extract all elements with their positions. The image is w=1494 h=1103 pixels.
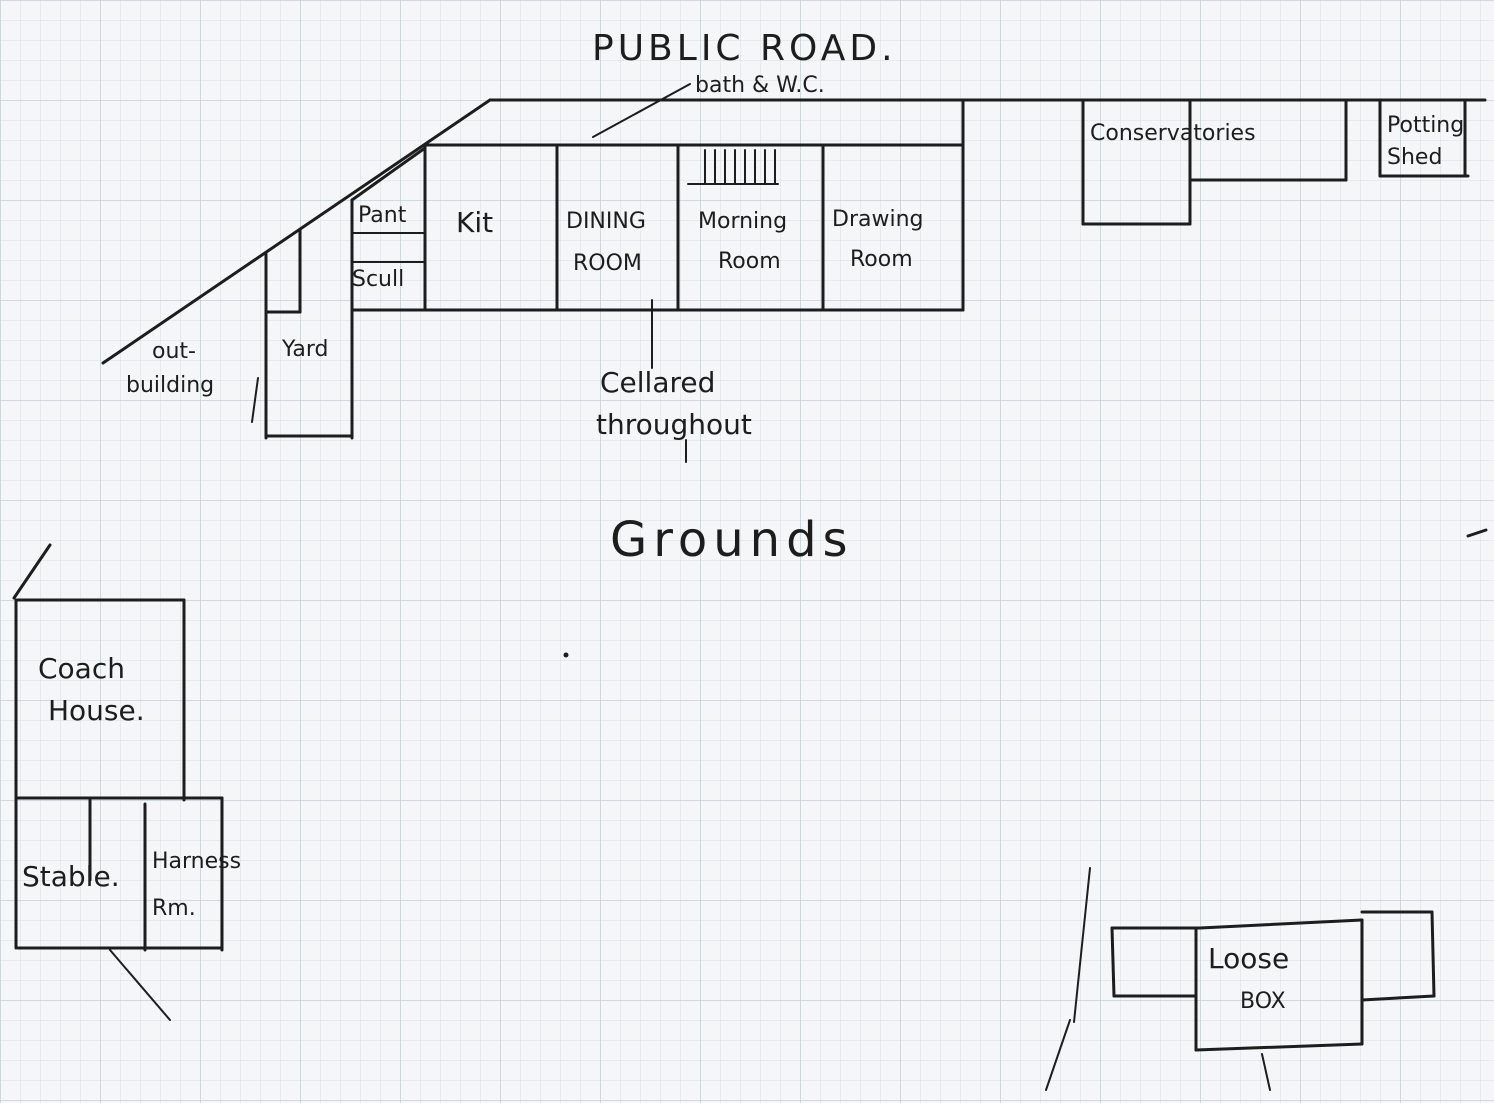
outbuilding-label-1: out- (152, 339, 196, 364)
potting-shed-label-1: Potting (1387, 113, 1464, 138)
coach-house-block (12, 543, 224, 1021)
stable-label: Stable. (22, 860, 120, 893)
loose-box-label-2: BOX (1240, 989, 1286, 1014)
coach-house-label-1: Coach (38, 652, 125, 685)
outbuilding-tick (251, 377, 259, 423)
drawing-room-label-2: Room (850, 247, 913, 272)
stray-mark (1466, 528, 1488, 538)
loose-box-label-1: Loose (1208, 942, 1289, 975)
inner-diagonal (350, 146, 427, 202)
morning-room-label-2: Room (718, 249, 781, 274)
outbuilding-label-2: building (126, 373, 214, 398)
potting-shed-label-2: Shed (1387, 145, 1442, 170)
pantry-label: Pant (358, 203, 407, 228)
drawing-room-label-1: Drawing (832, 207, 923, 232)
conservatories-block (1081, 98, 1348, 226)
yard-label: Yard (281, 337, 329, 362)
road-label: PUBLIC ROAD. (592, 28, 897, 69)
bath-wc-label: bath & W.C. (695, 73, 825, 98)
main-house (350, 98, 965, 440)
kitchen-label: Kit (456, 206, 493, 239)
harness-room-label-1: Harness (152, 849, 241, 874)
loose-box-block (1045, 867, 1436, 1091)
coach-house-label-2: House. (48, 694, 145, 727)
cellared-label-1: Cellared (600, 366, 715, 399)
potting-shed-block (1378, 98, 1470, 178)
morning-room-label-1: Morning (698, 209, 787, 234)
dining-room-label-2: ROOM (573, 251, 642, 276)
dining-room-label-1: DINING (566, 209, 646, 234)
yard-block (264, 228, 354, 440)
scullery-label: Scull (352, 267, 404, 292)
conservatories-label: Conservatories (1090, 121, 1256, 146)
cellared-label-2: throughout (596, 408, 752, 441)
harness-room-label-2: Rm. (152, 896, 196, 921)
dot-mark (563, 652, 569, 658)
bath-wc-leader (592, 83, 691, 138)
grounds-label: Grounds (610, 512, 854, 568)
